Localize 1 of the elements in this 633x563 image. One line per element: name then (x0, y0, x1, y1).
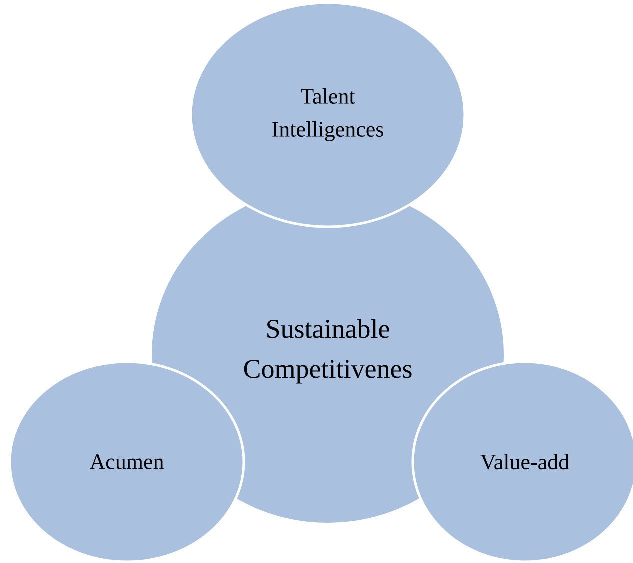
node-label: Talent Intelligences (272, 88, 384, 142)
